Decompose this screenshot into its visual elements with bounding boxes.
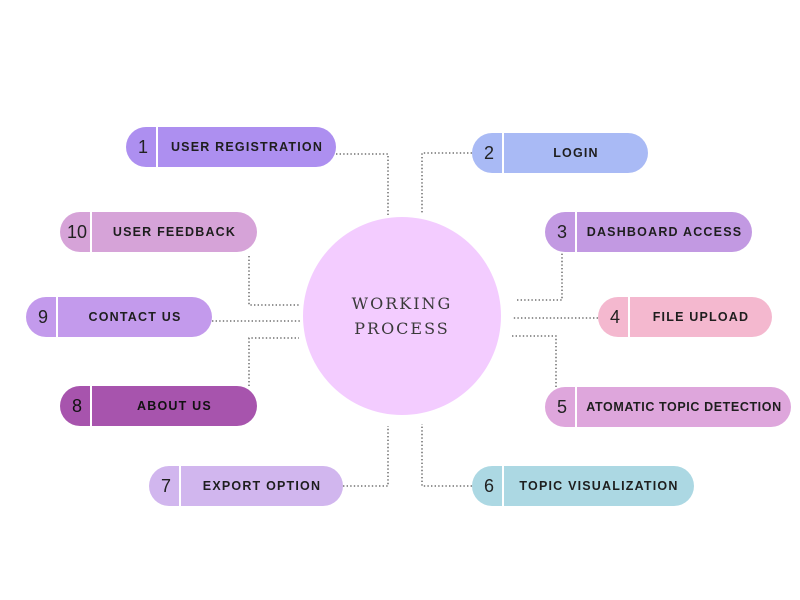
- step-number: 7: [160, 475, 171, 496]
- step-label: USER FEEDBACK: [112, 225, 237, 239]
- step-divider: [502, 133, 504, 173]
- connector-2: [421, 152, 472, 213]
- step-8-about-us: 8 ABOUT US: [60, 386, 257, 426]
- step-label: CONTACT US: [88, 310, 182, 324]
- step-4-file-upload: 4 FILE UPLOAD: [598, 297, 772, 337]
- connector-5: [512, 335, 557, 387]
- step-number: 9: [37, 306, 48, 327]
- step-number: 10: [66, 221, 88, 242]
- center-title-line2: PROCESS: [354, 319, 450, 338]
- step-number: 5: [556, 396, 567, 417]
- step-3-dashboard-access: 3 DASHBOARD ACCESS: [545, 212, 752, 252]
- step-divider: [502, 466, 504, 506]
- connector-10: [248, 256, 299, 306]
- step-divider: [156, 127, 158, 167]
- step-divider: [90, 386, 92, 426]
- connector-7: [343, 426, 389, 487]
- step-number: 4: [609, 306, 620, 327]
- step-label: USER REGISTRATION: [170, 140, 324, 154]
- step-divider: [90, 212, 92, 252]
- step-label: FILE UPLOAD: [652, 310, 750, 324]
- center-title-line1: WORKING: [351, 294, 453, 313]
- connector-1: [336, 153, 389, 215]
- step-6-topic-visualization: 6 TOPIC VISUALIZATION: [472, 466, 694, 506]
- step-2-login: 2 LOGIN: [472, 133, 648, 173]
- step-number: 6: [483, 475, 494, 496]
- step-number: 2: [483, 142, 494, 163]
- step-label: LOGIN: [553, 146, 599, 160]
- step-label: ATOMATIC TOPIC DETECTION: [586, 400, 782, 414]
- step-number: 8: [71, 395, 82, 416]
- step-9-contact-us: 9 CONTACT US: [26, 297, 212, 337]
- step-divider: [575, 387, 577, 427]
- step-divider: [575, 212, 577, 252]
- center-circle: WORKING PROCESS: [303, 217, 501, 415]
- step-label: ABOUT US: [137, 399, 212, 413]
- step-divider: [56, 297, 58, 337]
- step-1-user-registration: 1 USER REGISTRATION: [126, 127, 336, 167]
- connector-8: [248, 337, 299, 386]
- step-label: DASHBOARD ACCESS: [586, 225, 743, 239]
- step-10-user-feedback: 10 USER FEEDBACK: [60, 212, 257, 252]
- step-5-automatic-topic-detection: 5 ATOMATIC TOPIC DETECTION: [545, 387, 791, 427]
- step-label: TOPIC VISUALIZATION: [519, 479, 679, 493]
- connector-6: [421, 424, 472, 487]
- step-label: EXPORT OPTION: [202, 479, 322, 493]
- connector-3: [515, 250, 563, 301]
- step-divider: [628, 297, 630, 337]
- step-7-export-option: 7 EXPORT OPTION: [149, 466, 343, 506]
- step-number: 3: [556, 221, 567, 242]
- step-divider: [179, 466, 181, 506]
- step-number: 1: [137, 136, 148, 157]
